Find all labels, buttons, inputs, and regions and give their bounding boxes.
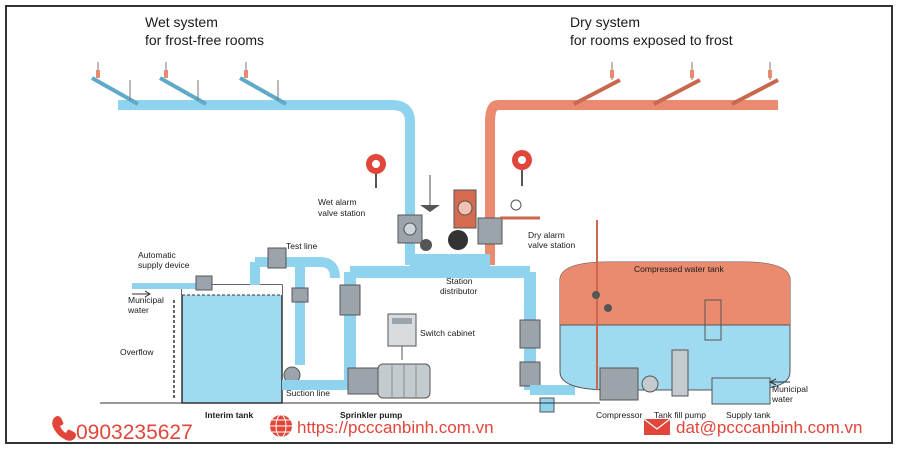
supply-tank-label: Supply tank	[726, 410, 771, 420]
dry-alarm-label-2: valve station	[528, 240, 576, 250]
wet-system-subtitle: for frost-free rooms	[145, 32, 264, 48]
switch-cabinet-label: Switch cabinet	[420, 328, 475, 338]
municipal-water-left-2: water	[127, 305, 149, 315]
interim-tank	[181, 262, 283, 404]
globe-icon	[270, 414, 292, 438]
dry-alarm-valve-station	[448, 189, 540, 250]
compressor	[599, 367, 659, 401]
test-line-piping	[255, 247, 340, 384]
footer-phone[interactable]: 0903235627	[76, 421, 193, 444]
dry-system-piping	[485, 62, 779, 265]
wet-system-title: Wet system	[145, 14, 218, 30]
supply-piping-right	[530, 385, 575, 413]
tank-fill-pump	[671, 349, 689, 397]
dry-system-subtitle: for rooms exposed to frost	[570, 32, 733, 48]
dry-system-title: Dry system	[570, 14, 640, 30]
compressor-label: Compressor	[596, 410, 642, 420]
compressed-water-tank	[559, 220, 791, 391]
station-distributor	[339, 254, 541, 390]
alarm-bell-icon	[366, 154, 386, 188]
wet-alarm-valve-station	[397, 175, 440, 251]
test-line-label: Test line	[286, 241, 317, 251]
switch-cabinet	[387, 313, 417, 360]
alarm-bell-icon	[512, 150, 532, 186]
supply-tank	[711, 377, 790, 405]
compressed-tank-label: Compressed water tank	[634, 264, 725, 274]
automatic-supply-label-2: supply device	[138, 260, 190, 270]
footer-email-link[interactable]: dat@pcccanbinh.com.vn	[676, 418, 862, 437]
interim-tank-label: Interim tank	[205, 410, 253, 420]
email-icon	[643, 418, 671, 435]
suction-line-label: Suction line	[286, 388, 330, 398]
municipal-water-right-2: water	[771, 394, 793, 404]
municipal-water-left-1: Municipal	[128, 295, 164, 305]
station-distributor-label-1: Station	[446, 276, 473, 286]
wet-alarm-label-1: Wet alarm	[318, 197, 357, 207]
automatic-supply-device	[132, 275, 213, 298]
dry-alarm-label-1: Dry alarm	[528, 230, 565, 240]
footer-website-link[interactable]: https://pcccanbinh.com.vn	[297, 418, 494, 437]
sprinkler-pump	[347, 363, 431, 399]
automatic-supply-label-1: Automatic	[138, 250, 177, 260]
overflow-label: Overflow	[120, 347, 154, 357]
frame-border	[5, 5, 893, 444]
wet-system-piping	[91, 62, 415, 265]
wet-alarm-label-2: valve station	[318, 208, 366, 218]
tank-fill-pump-label: Tank fill pump	[654, 410, 706, 420]
municipal-water-right-1: Municipal	[772, 384, 808, 394]
sprinkler-pump-label: Sprinkler pump	[340, 410, 402, 420]
station-distributor-label-2: distributor	[440, 286, 477, 296]
phone-icon	[52, 416, 76, 441]
